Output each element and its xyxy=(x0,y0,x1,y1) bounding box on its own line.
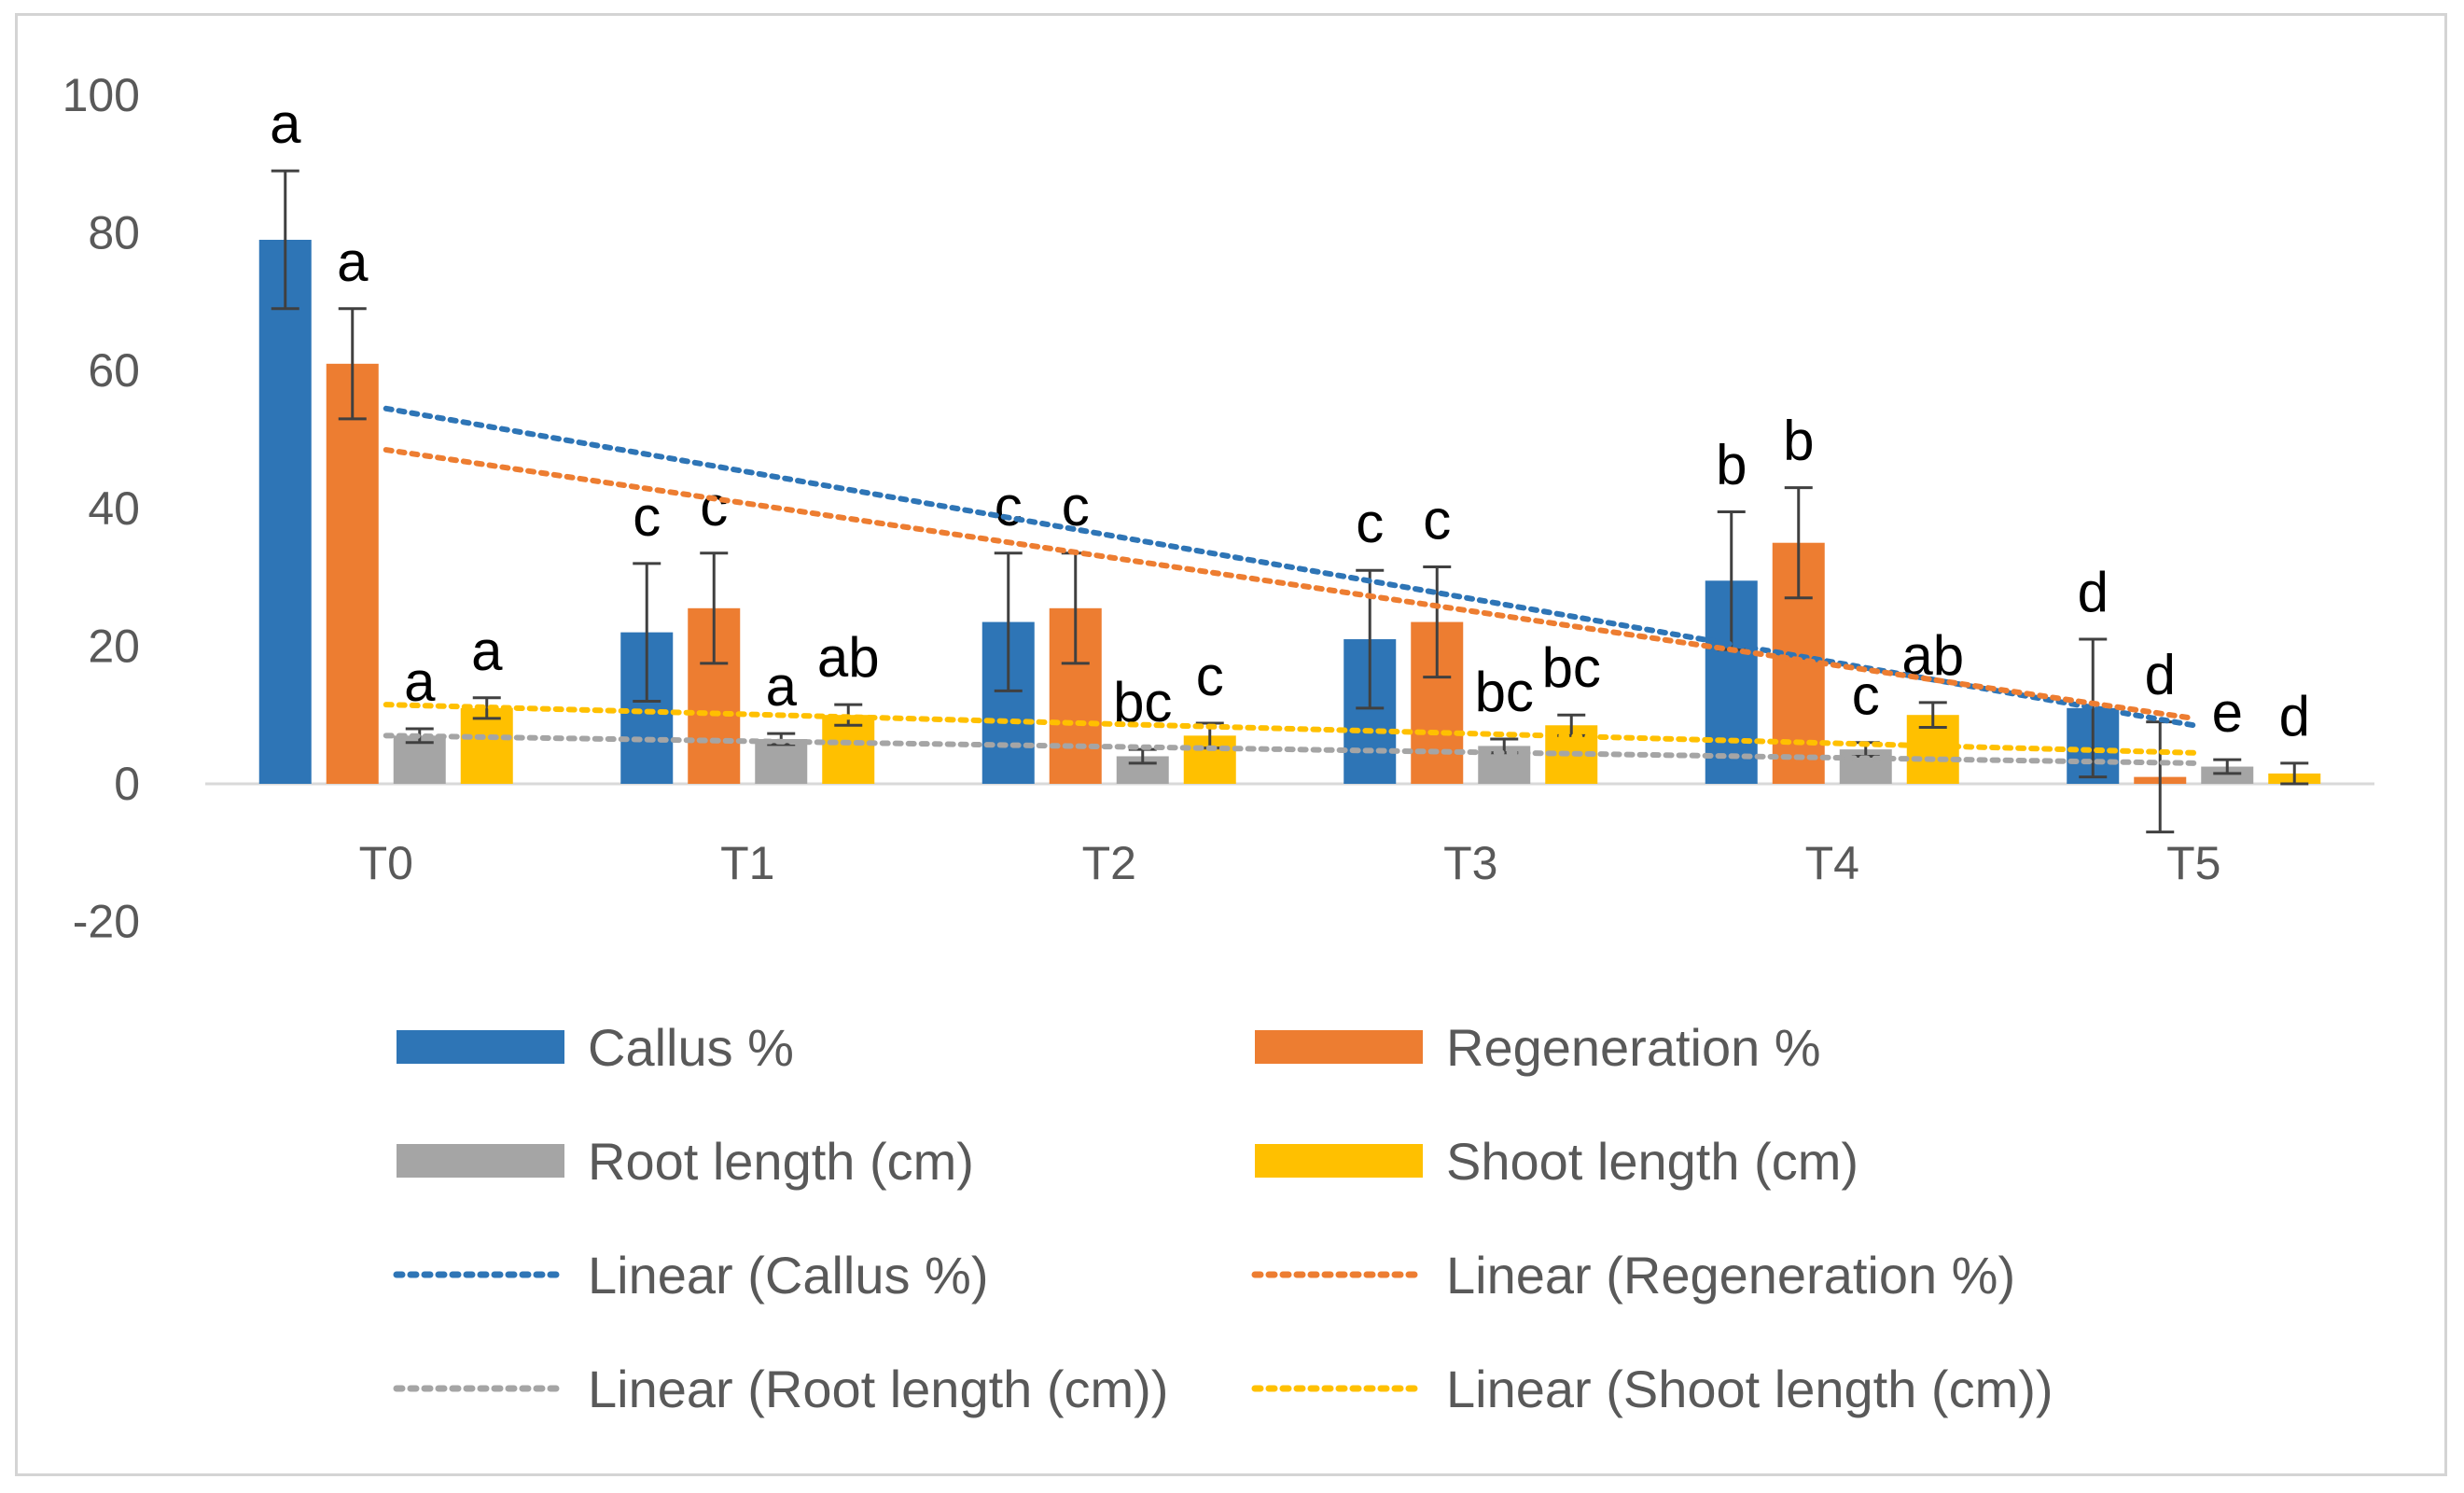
significance-letter: d xyxy=(2145,644,2176,706)
legend-label: Callus % xyxy=(588,1018,794,1077)
significance-letter: c xyxy=(1423,489,1451,551)
bar xyxy=(326,363,379,784)
category-label: T4 xyxy=(1805,837,1859,889)
category-label: T5 xyxy=(2166,837,2220,889)
significance-letter: b xyxy=(1716,433,1747,495)
bar xyxy=(258,239,312,785)
bar xyxy=(755,739,808,784)
bar xyxy=(2201,766,2254,784)
significance-letter: a xyxy=(404,650,436,713)
significance-letter: d xyxy=(2078,561,2109,623)
legend-swatch xyxy=(397,1144,564,1178)
significance-letter: a xyxy=(471,620,503,682)
bar xyxy=(460,707,513,784)
legend-label: Regeneration % xyxy=(1446,1018,1821,1077)
legend-label: Linear (Root length (cm)) xyxy=(588,1360,1168,1418)
significance-letter: a xyxy=(337,230,369,293)
trendline xyxy=(383,733,2197,766)
y-tick-label: 80 xyxy=(88,207,140,259)
significance-letter: c xyxy=(700,475,728,537)
significance-letter: bc xyxy=(1542,636,1601,699)
significance-letter: a xyxy=(270,92,301,155)
legend-label: Root length (cm) xyxy=(588,1132,974,1191)
legend-label: Shoot length (cm) xyxy=(1446,1132,1858,1191)
category-label: T3 xyxy=(1443,837,1497,889)
y-tick-label: -20 xyxy=(73,896,140,948)
category-label: T0 xyxy=(359,837,413,889)
y-tick-label: 40 xyxy=(88,482,140,535)
significance-letter: c xyxy=(633,485,661,548)
significance-letter: c xyxy=(1196,645,1224,707)
significance-letter: c xyxy=(1852,664,1880,727)
trendline xyxy=(383,447,2197,721)
y-tick-label: 0 xyxy=(114,758,140,810)
legend-label: Linear (Callus %) xyxy=(588,1246,989,1305)
y-tick-label: 60 xyxy=(88,344,140,397)
legend-swatch xyxy=(1255,1030,1423,1064)
significance-letter: a xyxy=(766,655,798,718)
category-label: T1 xyxy=(720,837,774,889)
y-tick-label: 20 xyxy=(88,620,140,672)
significance-letter: ab xyxy=(817,626,880,689)
significance-letter: c xyxy=(995,475,1023,537)
category-label: T2 xyxy=(1082,837,1136,889)
y-tick-label: 100 xyxy=(63,69,140,121)
significance-letter: c xyxy=(1356,492,1384,554)
legend-swatch xyxy=(397,1030,564,1064)
trendline xyxy=(383,702,2197,756)
significance-letter: bc xyxy=(1475,661,1534,723)
significance-letter: e xyxy=(2212,681,2243,744)
legend-swatch xyxy=(1255,1144,1423,1178)
significance-letter: b xyxy=(1783,410,1814,472)
significance-letter: d xyxy=(2279,685,2310,747)
legend-label: Linear (Regeneration %) xyxy=(1446,1246,2015,1305)
legend-label: Linear (Shoot length (cm)) xyxy=(1446,1360,2053,1418)
